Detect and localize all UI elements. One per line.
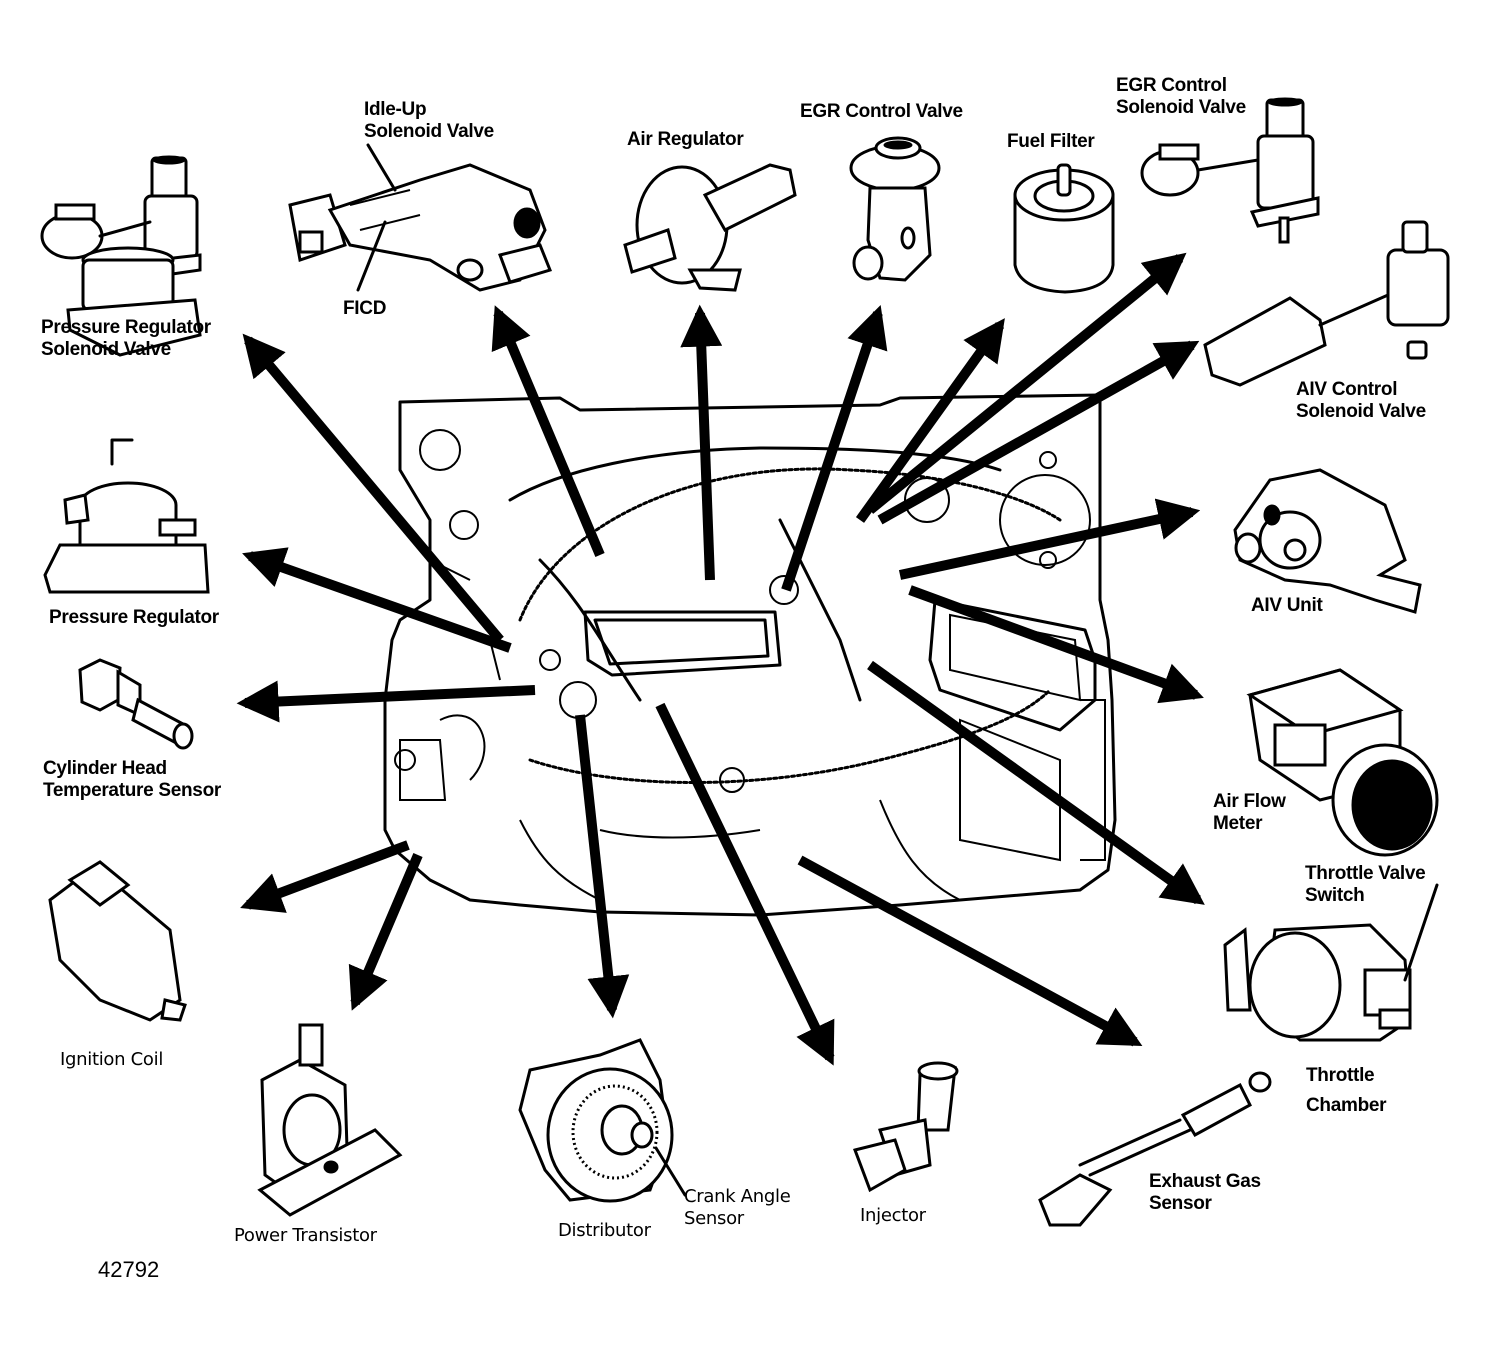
ignition-coil-illustration xyxy=(48,860,187,1022)
label-crank-angle-sensor: Crank Angle Sensor xyxy=(684,1186,791,1229)
arrow-egr-control-solenoid-valve xyxy=(866,252,1187,514)
arrow-idle-up-solenoid-valve xyxy=(491,305,605,557)
egr-control-solenoid-valve-illustration xyxy=(1140,97,1320,244)
label-idle-up-solenoid-valve: Idle-Up Solenoid Valve xyxy=(364,99,494,142)
injector-illustration xyxy=(853,1061,959,1193)
label-fuel-filter: Fuel Filter xyxy=(1007,131,1095,152)
aiv-control-solenoid-valve-illustration xyxy=(1203,220,1450,387)
label-air-flow-meter: Air Flow Meter xyxy=(1213,791,1286,834)
label-ficd: FICD xyxy=(343,298,387,319)
arrow-aiv-control-solenoid-valve xyxy=(877,340,1200,525)
label-exhaust-gas-sensor: Exhaust Gas Sensor xyxy=(1149,1171,1261,1214)
exhaust-gas-sensor-illustration xyxy=(1038,1071,1272,1227)
figure-number: 42792 xyxy=(98,1257,160,1282)
power-transistor-illustration xyxy=(257,1023,403,1217)
arrow-egr-control-valve xyxy=(781,305,888,592)
arrow-exhaust-gas-sensor xyxy=(797,855,1143,1047)
label-throttle-valve-switch: Throttle Valve Switch xyxy=(1305,863,1426,906)
label-throttle-chamber: Throttle Chamber xyxy=(1306,1065,1387,1116)
arrow-fuel-filter xyxy=(855,318,1005,523)
label-cylinder-head-temperature-sensor: Cylinder Head Temperature Sensor xyxy=(43,758,221,801)
label-air-regulator: Air Regulator xyxy=(627,129,744,150)
cylinder-head-temperature-sensor-illustration xyxy=(78,658,194,750)
arrow-throttle-chamber xyxy=(867,660,1205,905)
label-ignition-coil: Ignition Coil xyxy=(60,1049,164,1070)
label-distributor: Distributor xyxy=(558,1220,651,1241)
engine-bay-illustration xyxy=(383,393,1117,917)
arrow-ignition-coil xyxy=(240,840,410,913)
label-pressure-regulator-solenoid-valve: Pressure Regulator Solenoid Valve xyxy=(41,317,211,360)
pressure-regulator-illustration xyxy=(43,246,210,594)
air-regulator-illustration xyxy=(623,163,797,292)
label-egr-control-valve: EGR Control Valve xyxy=(800,101,963,122)
arrow-cylinder-head-temperature-sensor xyxy=(236,680,536,723)
arrow-aiv-unit xyxy=(898,498,1201,580)
label-egr-control-solenoid-valve: EGR Control Solenoid Valve xyxy=(1116,75,1246,118)
air-flow-meter-illustration xyxy=(1246,668,1439,857)
label-power-transistor: Power Transistor xyxy=(234,1225,377,1246)
arrow-air-flow-meter xyxy=(908,585,1204,704)
label-aiv-control-solenoid-valve: AIV Control Solenoid Valve xyxy=(1296,379,1426,422)
fuel-filter-illustration xyxy=(1013,163,1115,294)
egr-control-valve-illustration xyxy=(849,136,941,282)
aiv-unit-illustration xyxy=(1233,468,1422,614)
arrow-pressure-regulator xyxy=(242,547,512,653)
pointer-arrows xyxy=(236,252,1205,1066)
arrow-distributor xyxy=(575,714,630,1019)
distributor-illustration xyxy=(518,1038,687,1203)
label-aiv-unit: AIV Unit xyxy=(1251,595,1323,616)
arrow-injector xyxy=(655,702,835,1066)
label-injector: Injector xyxy=(860,1205,926,1226)
arrow-pressure-regulator-solenoid-valve xyxy=(242,333,504,644)
arrow-air-regulator xyxy=(680,304,723,581)
throttle-chamber-illustration xyxy=(1223,883,1439,1042)
idle-up-ficd-illustration xyxy=(288,143,553,292)
label-pressure-regulator: Pressure Regulator xyxy=(49,607,219,628)
arrow-power-transistor xyxy=(348,853,423,1011)
